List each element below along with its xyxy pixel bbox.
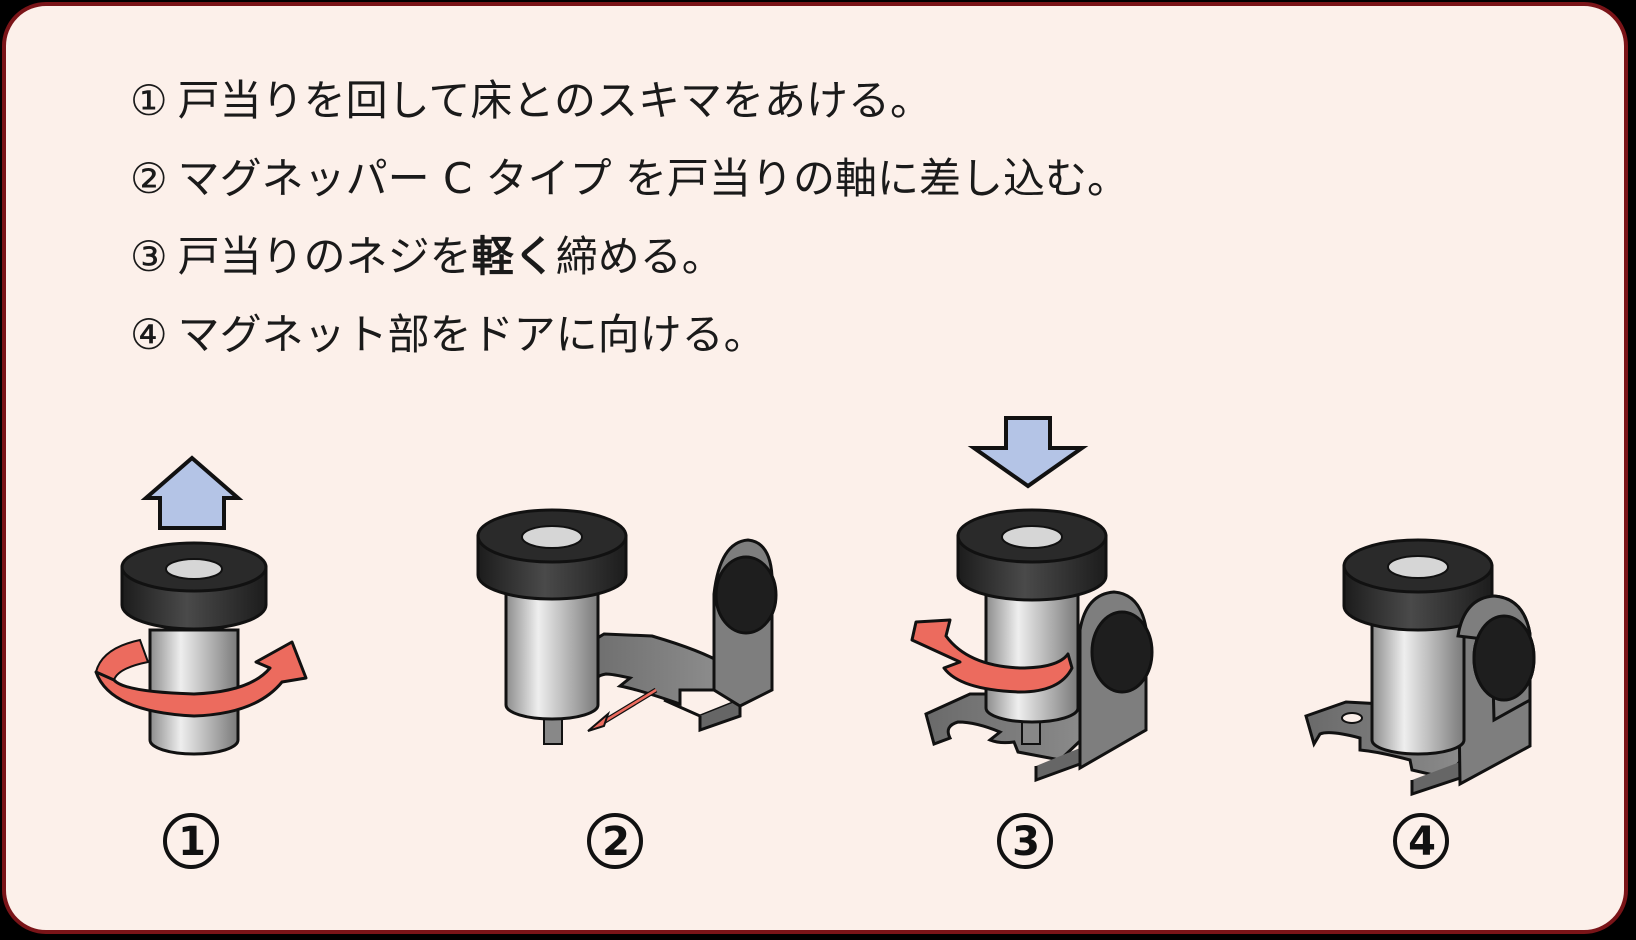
insert-arrow-icon bbox=[587, 710, 611, 732]
door-stopper bbox=[120, 541, 268, 756]
rotate-arrow-back-icon bbox=[94, 638, 150, 682]
down-arrow-icon bbox=[967, 416, 1089, 489]
step-number: ② bbox=[130, 154, 168, 203]
figure-1: 1 bbox=[94, 455, 308, 869]
caption-circle bbox=[997, 813, 1053, 869]
figure-caption: 3 bbox=[1012, 819, 1040, 865]
caption-circle bbox=[163, 813, 219, 869]
figure-2: 2 bbox=[476, 508, 778, 869]
caption-circle bbox=[587, 813, 643, 869]
rotate-arrow-icon bbox=[94, 640, 308, 718]
figure-4: 4 bbox=[1304, 538, 1536, 869]
up-arrow-icon bbox=[140, 455, 244, 530]
rotate-arrow-icon bbox=[910, 618, 1074, 694]
step-number: ① bbox=[130, 76, 168, 125]
step-text: 戸当りを回して床とのスキマをあける。 bbox=[177, 76, 932, 125]
step-text: マグネット部をドアに向ける。 bbox=[177, 310, 766, 359]
figure-caption: 4 bbox=[1408, 819, 1436, 865]
step-number: ③ bbox=[130, 232, 168, 281]
step-text: マグネッパー C タイプ を戸当りの軸に差し込む。 bbox=[177, 154, 1130, 203]
step-text-post: 締める。 bbox=[555, 232, 724, 281]
magnet bbox=[1472, 614, 1536, 702]
step-number: ④ bbox=[130, 310, 168, 359]
door-stopper bbox=[476, 508, 628, 745]
figure-caption: 2 bbox=[602, 819, 630, 865]
floor-bracket bbox=[572, 538, 778, 733]
caption-circle bbox=[1393, 813, 1449, 869]
step-text-pre: 戸当りのネジを bbox=[177, 232, 472, 281]
door-stopper bbox=[1342, 538, 1494, 756]
step-text-emphasis: 軽く bbox=[471, 232, 556, 281]
figure-3: 3 bbox=[910, 416, 1154, 869]
figure-caption: 1 bbox=[178, 819, 206, 865]
